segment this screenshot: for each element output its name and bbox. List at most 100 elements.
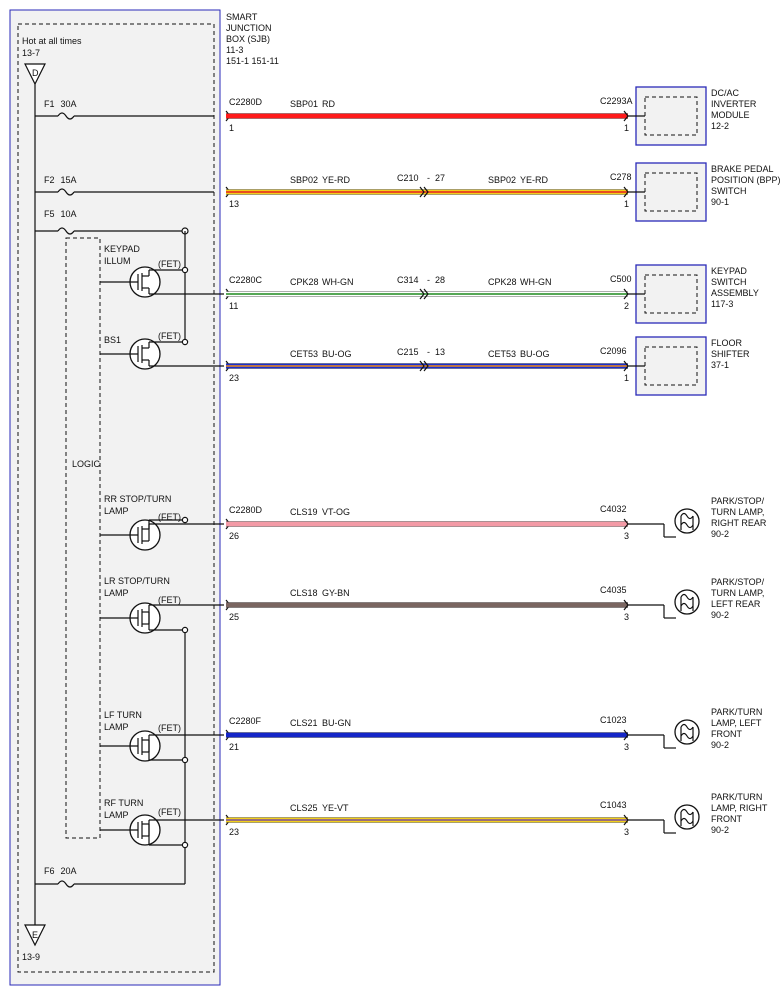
component-label: LEFT REAR <box>711 599 761 609</box>
destination-pin: 3 <box>624 742 629 752</box>
fet-type-label: (FET) <box>158 331 181 341</box>
source-connector: C2280D <box>229 505 263 515</box>
destination-connector: C4035 <box>600 585 627 595</box>
lamp-filament <box>680 732 694 740</box>
logic-label: LOGIC <box>72 459 101 469</box>
component-label: LAMP, RIGHT <box>711 803 768 813</box>
fuse-symbol <box>57 112 75 120</box>
component-label: SWITCH <box>711 186 747 196</box>
lamp-bulb <box>674 804 700 830</box>
lamp-bulb <box>674 508 700 534</box>
source-pin: 23 <box>229 373 239 383</box>
source-connector: C2280D <box>229 97 263 107</box>
component-label: 90-2 <box>711 740 729 750</box>
inline-pin: 13 <box>435 347 445 357</box>
component-label: SWITCH <box>711 277 747 287</box>
connector-chevron <box>423 288 429 300</box>
destination-connector: C4032 <box>600 504 627 514</box>
sjb-title: SMART JUNCTION BOX (SJB) 11-3 151-1 151-… <box>226 12 279 66</box>
splice-dot <box>181 841 189 849</box>
connector-chevron <box>423 360 429 372</box>
fet-name-label: LAMP <box>104 588 129 598</box>
component-label: 117-3 <box>711 299 733 309</box>
component-label: FLOOR <box>711 338 743 348</box>
logic-box <box>65 237 101 839</box>
destination-pin: 1 <box>624 373 629 383</box>
component-label: PARK/TURN <box>711 707 762 717</box>
wire-color-code: YE-RD <box>520 175 549 185</box>
source-pin: 23 <box>229 827 239 837</box>
inline-connector: C215 <box>397 347 419 357</box>
destination-pin: 1 <box>624 199 629 209</box>
circuit-number: SBP01 <box>290 99 318 109</box>
inline-separator: - <box>427 173 430 183</box>
destination-pin: 3 <box>624 827 629 837</box>
component-label: DC/AC <box>711 88 740 98</box>
component-label: ASSEMBLY <box>711 288 759 298</box>
fuse-symbol <box>57 880 75 888</box>
component-label: PARK/TURN <box>711 792 762 802</box>
fet-name-label: RR STOP/TURN <box>104 494 171 504</box>
wire-color-code: WH-GN <box>322 277 354 287</box>
circuit-number: CLS25 <box>290 803 318 813</box>
wire-color-code: RD <box>322 99 335 109</box>
wire-color-code: BU-OG <box>322 349 352 359</box>
fuse-symbol <box>57 188 75 196</box>
component-label: TURN LAMP, <box>711 507 764 517</box>
source-pin: 11 <box>229 301 238 311</box>
splice-dot <box>181 626 189 634</box>
component-label: 12-2 <box>711 121 729 131</box>
wire-color-code: VT-OG <box>322 507 350 517</box>
component-label: PARK/STOP/ <box>711 496 765 506</box>
component-label: 90-1 <box>711 197 729 207</box>
destination-pin: 1 <box>624 123 629 133</box>
wire-color-code: YE-VT <box>322 803 349 813</box>
component-label: PARK/STOP/ <box>711 577 765 587</box>
component-label: FRONT <box>711 729 742 739</box>
fet-name-label: LAMP <box>104 810 129 820</box>
lamp-bulb <box>674 589 700 615</box>
lamp-filament <box>680 817 694 825</box>
circuit-number: SBP02 <box>290 175 318 185</box>
connector-chevron <box>419 186 425 198</box>
wire-color-code: WH-GN <box>520 277 552 287</box>
fet-type-label: (FET) <box>158 512 181 522</box>
wire-color-code: GY-BN <box>322 588 350 598</box>
splice-dot <box>181 338 189 346</box>
lamp-filament <box>680 512 694 520</box>
power-bus <box>34 84 214 925</box>
inline-pin: 27 <box>435 173 445 183</box>
fet-name-label: BS1 <box>104 335 121 345</box>
component-label: 90-2 <box>711 529 729 539</box>
fuse-symbol <box>57 227 75 235</box>
source-connector: C2280F <box>229 716 262 726</box>
component-label: LAMP, LEFT <box>711 718 762 728</box>
component-label: 90-2 <box>711 825 729 835</box>
splice-dot <box>181 266 189 274</box>
lamp-filament <box>680 593 694 601</box>
splice-dot <box>181 756 189 764</box>
source-pin: 25 <box>229 612 239 622</box>
connector-chevron <box>419 360 425 372</box>
destination-pin: 3 <box>624 531 629 541</box>
wire-color-code: YE-RD <box>322 175 351 185</box>
fet-name-label: LAMP <box>104 722 129 732</box>
wire-color-code: BU-GN <box>322 718 351 728</box>
component-label: RIGHT REAR <box>711 518 767 528</box>
component-label: MODULE <box>711 110 750 120</box>
circuit-number: CPK28 <box>488 277 517 287</box>
source-pin: 26 <box>229 531 239 541</box>
